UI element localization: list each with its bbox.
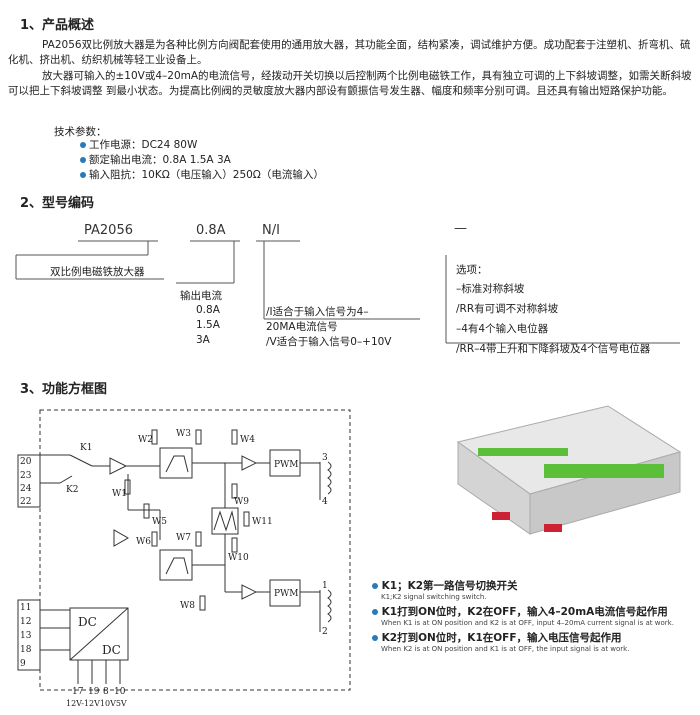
input-desc-line: /I适合于输入信号为4–	[266, 306, 369, 318]
pwm-label: PWM	[274, 460, 299, 470]
bullet-icon	[372, 635, 378, 641]
pot-w2-label: W2	[138, 435, 153, 445]
switch-k2-label: K2	[66, 485, 78, 495]
input-desc-line: /V适合于输入信号0–+10V	[266, 336, 392, 348]
bottom-pin-label: 17	[72, 687, 84, 697]
option-item: –标准对称斜坡	[456, 283, 525, 295]
code-input: N/I	[262, 223, 280, 238]
code-current: 0.8A	[196, 223, 226, 238]
spec-current: 额定输出电流：0.8A 1.5A 3A	[80, 153, 231, 168]
terminal-label: 2	[322, 627, 328, 637]
bullet-icon	[372, 583, 378, 589]
option-item: /RR–4带上升和下降斜坡及4个信号电位器	[456, 343, 651, 355]
terminal-label: 1	[322, 581, 328, 591]
bullet-icon	[372, 609, 378, 615]
spec-power: 工作电源：DC24 80W	[80, 138, 197, 153]
terminal-label: 9	[20, 659, 26, 669]
note-1: K1；K2第一路信号切换开关 K1;K2 signal switching sw…	[372, 578, 698, 601]
bullet-icon	[80, 172, 86, 178]
spec-impedance: 输入阻抗：10KΩ（电压输入）250Ω（电流输入）	[80, 168, 324, 183]
pot-w6-label: W6	[136, 537, 151, 547]
pwm-label: PWM	[274, 589, 299, 599]
option-item: /RR有可调不对称斜坡	[456, 303, 559, 315]
bottom-pin-label: 19	[88, 687, 100, 697]
terminal-label: 11	[20, 603, 31, 613]
switch-k1-label: K1	[80, 443, 92, 453]
label-model: 双比例电磁铁放大器	[50, 266, 145, 278]
pot-w10-label: W10	[228, 553, 249, 563]
pot-w8-label: W8	[180, 601, 195, 611]
terminal-label: 20	[20, 457, 32, 467]
current-option: 0.8A	[196, 304, 220, 316]
pot-w7-label: W7	[176, 533, 191, 543]
bullet-icon	[80, 157, 86, 163]
terminal-label: 13	[20, 631, 32, 641]
terminal-label: 18	[20, 645, 32, 655]
bottom-voltage-label: 12V-12V10V5V	[66, 699, 127, 708]
pot-w5-label: W5	[152, 517, 167, 527]
code-option: —	[454, 221, 467, 236]
terminal-label: 12	[20, 617, 31, 627]
current-title: 输出电流	[180, 290, 222, 302]
pot-w9-label: W9	[234, 497, 249, 507]
bullet-icon	[80, 142, 86, 148]
bottom-pin-label: 10	[114, 687, 126, 697]
pot-w4-label: W4	[240, 435, 255, 445]
product-photo	[456, 405, 682, 535]
terminal-label: 4	[322, 497, 328, 507]
current-option: 1.5A	[196, 319, 220, 331]
function-block-diagram: K1 K2 W1 W2 W3 W4 W5 W6 W7 W8 W9 W10 W11…	[17, 409, 351, 708]
pot-w3-label: W3	[176, 429, 191, 439]
dc-label: DC	[102, 643, 121, 657]
terminal-label: 23	[20, 471, 32, 481]
spec-title: 技术参数：	[54, 126, 107, 138]
section1-title: 1、产品概述	[20, 18, 95, 33]
terminal-label: 3	[322, 453, 328, 463]
input-desc-line: 20MA电流信号	[266, 321, 338, 333]
section1-paragraph-1: PA2056双比例放大器是为各种比例方向阀配套使用的通用放大器，其功能全面，结构…	[8, 39, 691, 66]
model-code-lines	[15, 240, 680, 344]
section1-paragraph-2: 放大器可输入的±10V或4–20mA的电流信号，经拨动开关切换以后控制两个比例电…	[8, 70, 692, 97]
bottom-pin-label: 8	[103, 687, 109, 697]
note-2: K1打到ON位时，K2在OFF，输入4–20mA电流信号起作用 When K1 …	[372, 604, 698, 627]
terminal-label: 24	[20, 484, 32, 494]
dc-label: DC	[78, 615, 97, 629]
current-option: 3A	[196, 334, 210, 346]
terminal-label: 22	[20, 497, 31, 507]
pot-w11-label: W11	[252, 517, 273, 527]
section2-title: 2、型号编码	[20, 196, 95, 211]
pot-w1-label: W1	[112, 489, 127, 499]
section3-title: 3、功能方框图	[20, 382, 108, 397]
option-item: –4有4个输入电位器	[456, 323, 549, 335]
option-title: 选项：	[456, 264, 488, 276]
code-model: PA2056	[84, 223, 133, 238]
note-3: K2打到ON位时，K1在OFF，输入电压信号起作用 When K2 is at …	[372, 630, 698, 653]
